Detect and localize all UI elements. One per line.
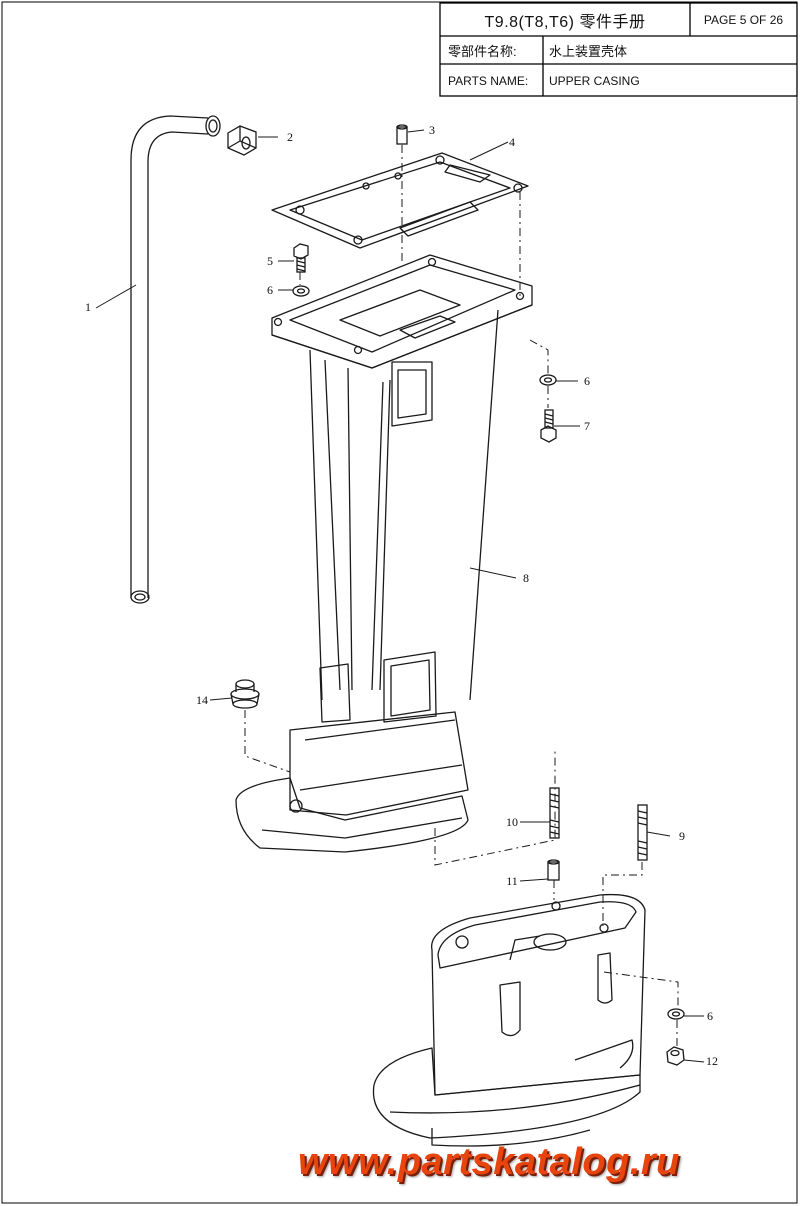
parts-name-en-label: PARTS NAME: (448, 73, 529, 88)
callout-4: 4 (509, 135, 515, 149)
callout-3: 3 (429, 123, 435, 137)
part-6-washer-a (292, 285, 310, 297)
part-13-lower-casing (372, 893, 646, 1147)
part-3-dowel-pin (396, 124, 408, 145)
callout-6b: 6 (584, 374, 590, 388)
callout-10: 10 (506, 815, 518, 829)
parts-name-cn-label: 零部件名称: (448, 44, 517, 59)
part-1-hose (130, 115, 221, 604)
callout-12: 12 (706, 1054, 718, 1068)
callout-8: 8 (523, 571, 529, 585)
leader-lines (95, 129, 705, 1063)
part-6-washer-b (539, 374, 557, 386)
part-11-collar (547, 859, 560, 881)
parts-name-cn-value: 水上装置壳体 (549, 44, 628, 59)
part-8-upper-casing (235, 254, 533, 853)
page-label: PAGE 5 OF 26 (703, 13, 784, 27)
part-9-stud (637, 804, 648, 861)
alignment-lines (244, 145, 679, 1046)
part-6-washer-c (667, 1008, 685, 1020)
callout-11: 11 (506, 874, 518, 888)
callout-1: 1 (85, 300, 91, 314)
callout-14: 14 (196, 693, 208, 707)
callout-6a: 6 (267, 283, 273, 297)
callout-6c: 6 (707, 1009, 713, 1023)
model-title: T9.8(T8,T6) 零件手册 (484, 14, 646, 31)
part-2-grommet (227, 125, 257, 156)
part-12-nut (666, 1046, 685, 1066)
part-5-bolt (293, 243, 309, 273)
part-7-bolt (540, 409, 557, 443)
callout-9: 9 (679, 829, 685, 843)
callout-2: 2 (287, 130, 293, 144)
parts-name-en-value: UPPER CASING (549, 73, 640, 88)
callout-7: 7 (584, 419, 590, 433)
watermark-text: www.partskatalog.ru (298, 1141, 680, 1183)
part-4-gasket (271, 152, 529, 249)
title-block-frame (439, 2, 798, 97)
callout-5: 5 (267, 254, 273, 268)
part-14-rubber-mount (230, 679, 260, 709)
